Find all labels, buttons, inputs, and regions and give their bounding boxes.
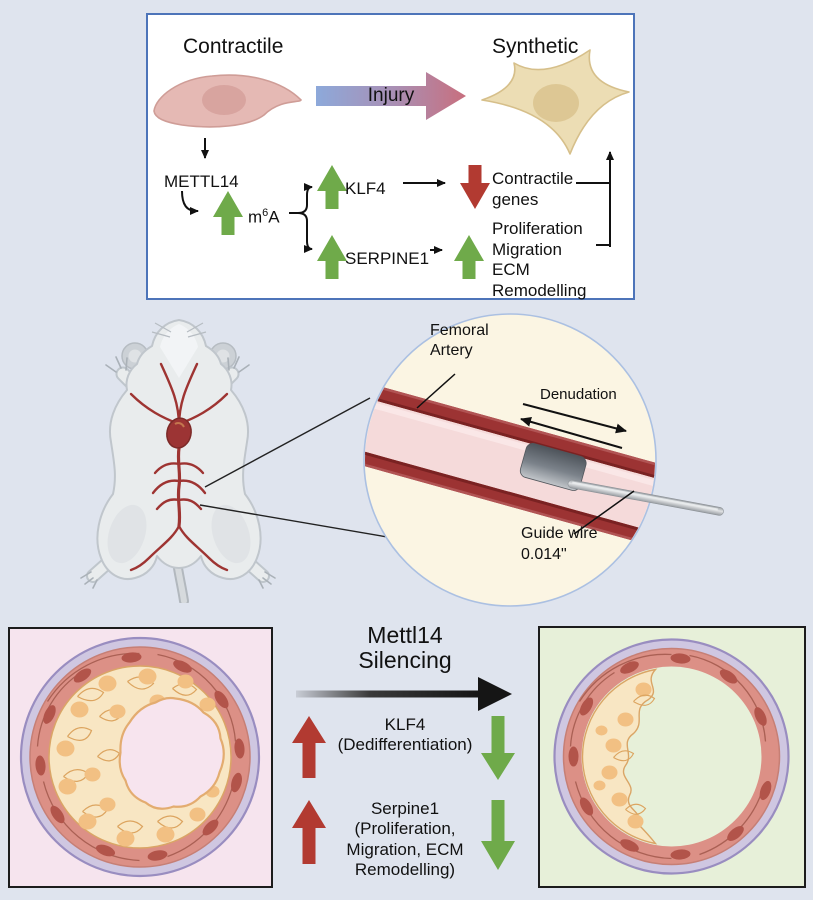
regulation-icons bbox=[213, 165, 490, 279]
effects-up-arrow-icon bbox=[454, 235, 484, 279]
silencing-arrow bbox=[296, 677, 512, 711]
serpine1-silencing-text: Serpine1 (Proliferation, Migration, ECM … bbox=[346, 799, 464, 880]
denudation-arrows bbox=[520, 403, 627, 449]
klf4-increase-arrow-icon bbox=[292, 716, 326, 778]
vessel-lumen bbox=[118, 696, 225, 810]
residual-cell-outlines bbox=[613, 694, 656, 815]
serpine1-increase-arrow-icon bbox=[292, 800, 326, 864]
injury-label: Injury bbox=[367, 85, 415, 106]
m6a-prefix: m bbox=[248, 207, 263, 227]
synthetic-label: Synthetic bbox=[492, 35, 579, 58]
denudation-label: Denudation bbox=[540, 386, 617, 403]
m6a-up-arrow-icon bbox=[213, 191, 243, 235]
mettl14-label: METTL14 bbox=[164, 172, 239, 191]
branch-up-arrow bbox=[297, 183, 313, 214]
effects-label: Proliferation Migration ECM Remodelling bbox=[492, 219, 587, 300]
klf4-silencing-text: KLF4 (Dedifferentiation) bbox=[337, 715, 473, 755]
mouse-illustration bbox=[80, 319, 276, 603]
klf4-decrease-arrow-icon bbox=[481, 716, 515, 780]
magnifier-connector-lines bbox=[199, 397, 406, 541]
contractile-genes-down-arrow-icon bbox=[460, 165, 490, 209]
m6a-sup: 6 bbox=[262, 207, 269, 219]
serpine1-label: SERPINE1 bbox=[345, 249, 430, 268]
injury-arrow bbox=[316, 72, 466, 120]
guide-wire bbox=[567, 479, 724, 516]
neointima-nuclei bbox=[56, 668, 220, 847]
cell-nucleus bbox=[202, 85, 246, 115]
guide-wire-label: Guide wire 0.014" bbox=[521, 525, 598, 563]
injured-vessel-cross-section bbox=[19, 636, 261, 878]
mettl14-to-m6a-arrow bbox=[181, 190, 199, 215]
mechanism-box: Contractile Synthetic Injury bbox=[146, 13, 635, 300]
contractile-label: Contractile bbox=[183, 35, 284, 58]
silencing-title: Mettl14 Silencing bbox=[358, 622, 452, 674]
m6a-suffix: A bbox=[268, 207, 280, 227]
media-nuclei bbox=[35, 652, 245, 861]
branch-down-arrow bbox=[297, 212, 313, 253]
contractile-cell bbox=[153, 74, 302, 128]
injured-vessel-panel bbox=[8, 627, 273, 888]
wire-tip bbox=[519, 443, 587, 491]
residual-cells-crescent bbox=[581, 668, 658, 845]
mouse-heart bbox=[166, 417, 192, 449]
klf4-label: KLF4 bbox=[345, 179, 386, 198]
serpine1-decrease-arrow-icon bbox=[481, 800, 515, 870]
treated-vessel-cross-section bbox=[553, 638, 790, 875]
femoral-artery-label: Femoral Artery bbox=[430, 322, 489, 359]
synthetic-cell bbox=[481, 49, 630, 155]
inset-callout-lines bbox=[416, 373, 635, 535]
media-nuclei bbox=[568, 653, 772, 860]
pathway-connectors bbox=[181, 138, 614, 279]
serpine1-up-arrow-icon bbox=[317, 235, 347, 279]
cell-nucleus bbox=[533, 84, 579, 122]
femoral-artery bbox=[365, 366, 655, 566]
mouse-whiskers bbox=[151, 322, 207, 338]
m6a-label: m6A bbox=[248, 203, 280, 228]
contractile-genes-label: Contractile genes bbox=[492, 169, 574, 209]
treated-vessel-panel bbox=[538, 626, 806, 888]
mouse-arteries bbox=[129, 362, 229, 572]
klf4-up-arrow-icon bbox=[317, 165, 347, 209]
residual-cell-nuclei bbox=[593, 682, 652, 829]
magnified-inset bbox=[363, 313, 724, 607]
